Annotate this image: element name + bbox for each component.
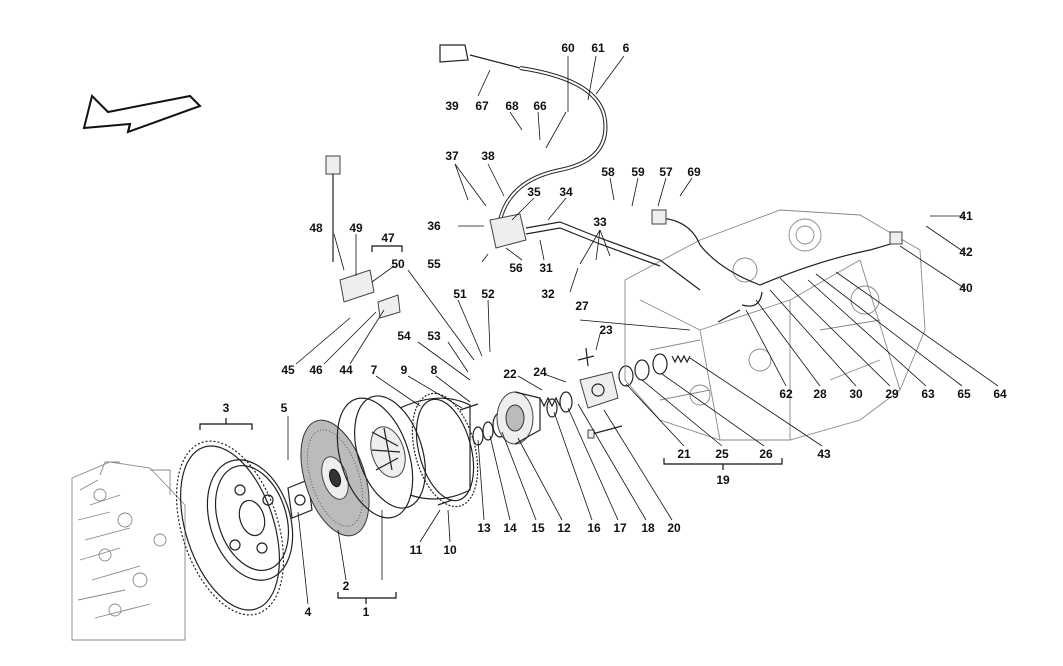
callout-24: 24 xyxy=(533,365,547,379)
callout-31: 31 xyxy=(539,261,553,275)
callout-9: 9 xyxy=(401,363,408,377)
callout-60: 60 xyxy=(561,41,575,55)
callout-63: 63 xyxy=(921,387,935,401)
spring-assembly xyxy=(539,391,573,418)
callout-49: 49 xyxy=(349,221,363,235)
callout-7: 7 xyxy=(371,363,378,377)
callout-48: 48 xyxy=(309,221,323,235)
callout-50: 50 xyxy=(391,257,405,271)
callout-66: 66 xyxy=(533,99,547,113)
callout-15: 15 xyxy=(531,521,545,535)
callout-35: 35 xyxy=(527,185,541,199)
release-bearing xyxy=(496,391,541,445)
sensor-bracket xyxy=(325,155,401,319)
callout-41: 41 xyxy=(959,209,973,223)
leader-lines xyxy=(287,55,999,605)
callout-22: 22 xyxy=(503,367,517,381)
callout-42: 42 xyxy=(959,245,973,259)
callout-45: 45 xyxy=(281,363,295,377)
callout-26: 26 xyxy=(759,447,773,461)
bolts xyxy=(437,403,623,506)
callout-23: 23 xyxy=(599,323,613,337)
callout-28: 28 xyxy=(813,387,827,401)
callout-40: 40 xyxy=(959,281,973,295)
slave-cylinder xyxy=(577,347,619,409)
callout-12: 12 xyxy=(557,521,571,535)
callout-29: 29 xyxy=(885,387,899,401)
callout-62: 62 xyxy=(779,387,793,401)
sensor-cable xyxy=(651,209,903,323)
callout-36: 36 xyxy=(427,219,441,233)
callout-8: 8 xyxy=(431,363,438,377)
callout-57: 57 xyxy=(659,165,673,179)
callout-34: 34 xyxy=(559,185,573,199)
callout-30: 30 xyxy=(849,387,863,401)
engine-block xyxy=(71,461,186,641)
callout-13: 13 xyxy=(477,521,491,535)
callout-32: 32 xyxy=(541,287,555,301)
callout-18: 18 xyxy=(641,521,655,535)
drive-plate xyxy=(287,479,313,519)
callout-55: 55 xyxy=(427,257,441,271)
callout-51: 51 xyxy=(453,287,467,301)
callout-64: 64 xyxy=(993,387,1007,401)
callout-2: 2 xyxy=(343,579,350,593)
union-block xyxy=(489,213,701,291)
callout-46: 46 xyxy=(309,363,323,377)
callout-68: 68 xyxy=(505,99,519,113)
callout-43: 43 xyxy=(817,447,831,461)
callout-6: 6 xyxy=(623,41,630,55)
hydraulic-hose xyxy=(439,44,608,221)
callout-52: 52 xyxy=(481,287,495,301)
group-brackets xyxy=(199,245,783,604)
callout-21: 21 xyxy=(677,447,691,461)
callout-16: 16 xyxy=(587,521,601,535)
callout-38: 38 xyxy=(481,149,495,163)
callout-3: 3 xyxy=(223,401,230,415)
callout-10: 10 xyxy=(443,543,457,557)
callout-20: 20 xyxy=(667,521,681,535)
callout-58: 58 xyxy=(601,165,615,179)
callout-44: 44 xyxy=(339,363,353,377)
callout-47: 47 xyxy=(381,231,395,245)
callout-19: 19 xyxy=(716,473,730,487)
direction-arrow-icon xyxy=(82,94,202,134)
callout-54: 54 xyxy=(397,329,411,343)
callout-1: 1 xyxy=(363,605,370,619)
callout-labels: 1 2 3 4 5 6 7 8 9 10 11 12 13 14 15 16 1… xyxy=(223,41,1007,619)
callout-53: 53 xyxy=(427,329,441,343)
callout-56: 56 xyxy=(509,261,523,275)
callout-37: 37 xyxy=(445,149,459,163)
callout-67: 67 xyxy=(475,99,489,113)
callout-39: 39 xyxy=(445,99,459,113)
clutch-disc xyxy=(300,419,370,537)
callout-25: 25 xyxy=(715,447,729,461)
callout-5: 5 xyxy=(281,401,288,415)
o-rings xyxy=(618,353,691,387)
callout-14: 14 xyxy=(503,521,517,535)
callout-11: 11 xyxy=(410,543,423,557)
callout-33: 33 xyxy=(593,215,607,229)
callout-27: 27 xyxy=(575,299,589,313)
callout-61: 61 xyxy=(591,41,605,55)
pressure-plate xyxy=(336,395,426,519)
callout-69: 69 xyxy=(687,165,701,179)
callout-4: 4 xyxy=(305,605,312,619)
callout-65: 65 xyxy=(957,387,971,401)
flywheel xyxy=(175,440,294,616)
callout-59: 59 xyxy=(631,165,645,179)
callout-17: 17 xyxy=(613,521,627,535)
